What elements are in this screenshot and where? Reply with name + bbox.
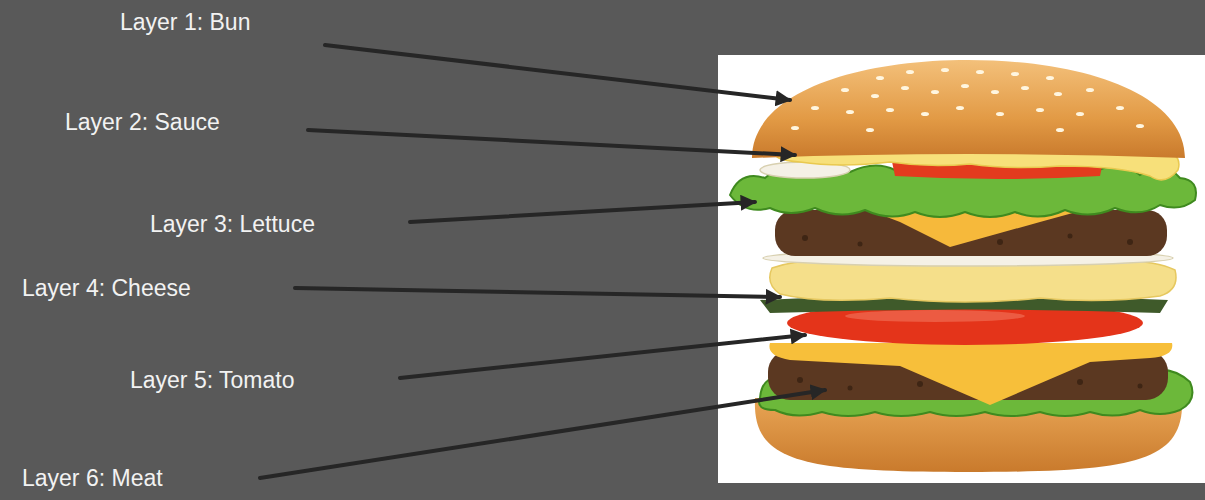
layer-label: Layer 5: Tomato xyxy=(130,366,295,394)
bottom-cheese xyxy=(769,343,1172,405)
leader-line xyxy=(400,335,805,378)
top-bun xyxy=(752,60,1185,158)
leader-line xyxy=(325,45,790,100)
leader-line xyxy=(295,288,780,297)
leader-line xyxy=(260,390,825,478)
photo-ground xyxy=(718,55,1205,483)
burger xyxy=(730,60,1196,472)
leader-lines xyxy=(260,45,825,478)
layer-label: Layer 1: Bun xyxy=(120,8,250,36)
layer-label: Layer 6: Meat xyxy=(22,464,163,492)
layer-label: Layer 4: Cheese xyxy=(22,274,191,302)
leader-line xyxy=(308,130,795,155)
layer-label: Layer 2: Sauce xyxy=(65,108,220,136)
layer-label: Layer 3: Lettuce xyxy=(150,210,315,238)
leader-line xyxy=(410,202,755,222)
sesame-seeds xyxy=(791,68,1144,132)
tomato-shine xyxy=(845,310,1025,322)
